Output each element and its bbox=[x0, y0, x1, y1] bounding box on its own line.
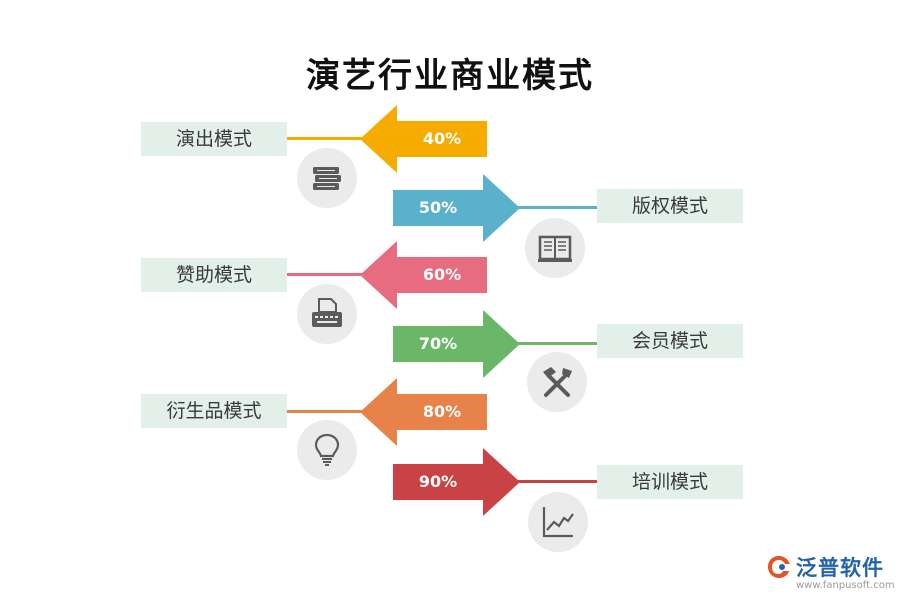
label-training-mode: 培训模式 bbox=[597, 465, 743, 499]
percent-label: 40% bbox=[422, 129, 462, 148]
logo-url: www.fanpusoft.com bbox=[796, 580, 895, 591]
arrow-50: 50% bbox=[393, 174, 520, 242]
connector-line bbox=[516, 480, 597, 483]
diagram-title: 演艺行业商业模式 bbox=[306, 56, 594, 96]
percent-label: 90% bbox=[418, 472, 458, 491]
connector-line bbox=[516, 342, 597, 345]
logo-swirl-icon bbox=[768, 556, 790, 578]
connector-line bbox=[287, 137, 364, 140]
arrow-70: 70% bbox=[393, 310, 520, 378]
arrow-40: 40% bbox=[360, 105, 487, 173]
hammer-wrench-icon bbox=[527, 352, 587, 412]
percent-label: 60% bbox=[422, 265, 462, 284]
percent-label: 80% bbox=[422, 402, 462, 421]
lightbulb-icon bbox=[297, 420, 357, 480]
logo-name: 泛普软件 bbox=[796, 556, 884, 580]
label-membership-mode: 会员模式 bbox=[597, 324, 743, 358]
line-chart-icon bbox=[528, 492, 588, 552]
connector-line bbox=[287, 410, 364, 413]
brand-logo: 泛普软件 www.fanpusoft.com bbox=[766, 552, 896, 600]
label-derivatives-mode: 衍生品模式 bbox=[141, 394, 287, 428]
connector-line bbox=[516, 206, 597, 209]
percent-label: 70% bbox=[418, 334, 458, 353]
arrow-60: 60% bbox=[360, 241, 487, 309]
percent-label: 50% bbox=[418, 198, 458, 217]
label-copyright-mode: 版权模式 bbox=[597, 189, 743, 223]
label-sponsorship-mode: 赞助模式 bbox=[141, 258, 287, 292]
label-performance-mode: 演出模式 bbox=[141, 122, 287, 156]
arrow-80: 80% bbox=[360, 378, 487, 446]
open-book-icon bbox=[525, 218, 585, 278]
arrow-90: 90% bbox=[393, 448, 520, 516]
books-icon bbox=[297, 148, 357, 208]
typewriter-icon bbox=[297, 284, 357, 344]
connector-line bbox=[287, 273, 364, 276]
